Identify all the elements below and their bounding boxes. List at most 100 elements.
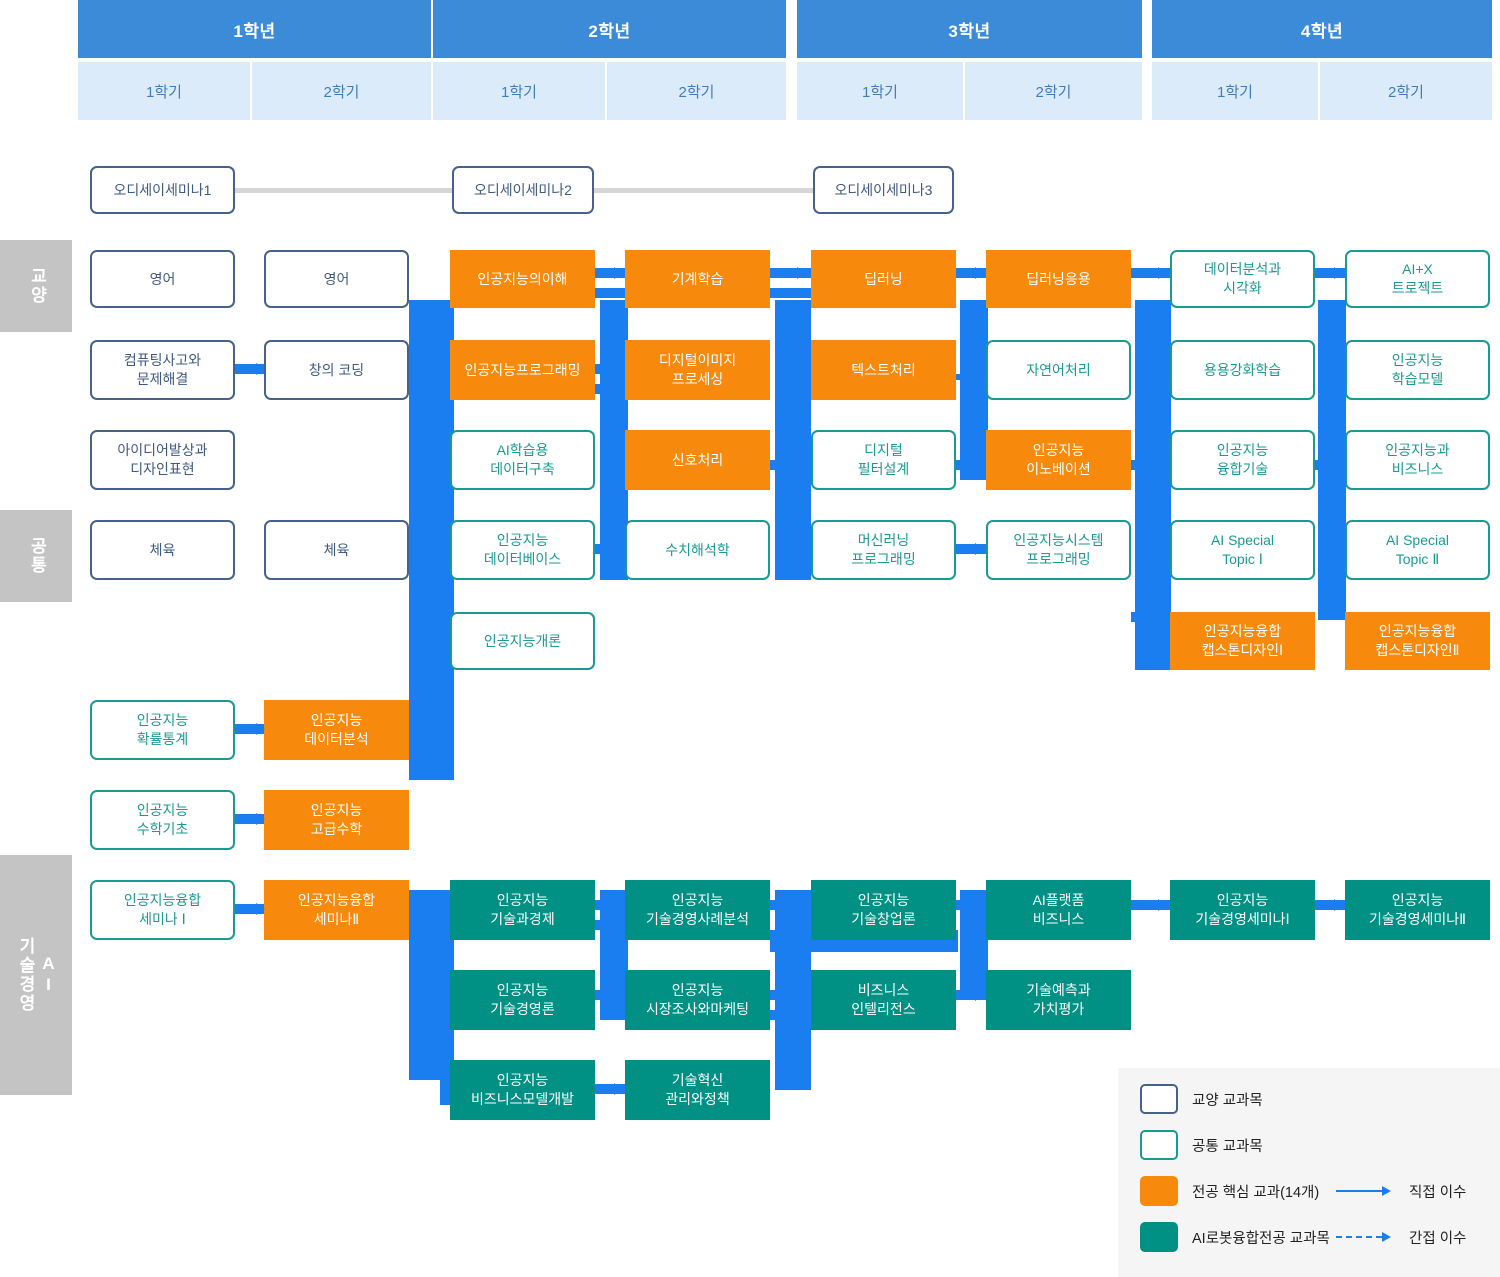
connector-arrowhead (975, 989, 984, 1001)
connector-arrowhead (614, 267, 623, 279)
course-box[interactable]: 인공지능 이노베이션 (986, 430, 1131, 490)
connector-arrowhead (256, 363, 265, 375)
course-box[interactable]: 인공지능융합 캡스톤디자인Ⅱ (1345, 612, 1490, 670)
course-box[interactable]: 인공지능 기술과경제 (450, 880, 595, 940)
course-box[interactable]: 인공지능 기술경영세미나Ⅱ (1345, 880, 1490, 940)
legend-arrow-label: 직접 이수 (1409, 1184, 1467, 1201)
course-box[interactable]: 인공지능시스템 프로그래밍 (986, 520, 1131, 580)
course-box[interactable]: 인공지능 시장조사와마케팅 (625, 970, 770, 1030)
connector-line (770, 1010, 812, 1020)
course-box[interactable]: 인공지능 융합기술 (1170, 430, 1315, 490)
connector-arrowhead (797, 267, 806, 279)
semester-header-2: 2학기 (252, 62, 431, 120)
course-box[interactable]: AI Special Topic Ⅰ (1170, 520, 1315, 580)
course-box[interactable]: 인공지능 비즈니스모델개발 (450, 1060, 595, 1120)
course-box[interactable]: 인공지능 확률통계 (90, 700, 235, 760)
legend-swatch-gy (1140, 1084, 1178, 1114)
connector-arrowhead (614, 899, 623, 911)
course-box[interactable]: 인공지능융합 캡스톤디자인Ⅰ (1170, 612, 1315, 670)
course-box[interactable]: 인공지능 기술경영세미나Ⅰ (1170, 880, 1315, 940)
course-box[interactable]: 창의 코딩 (264, 340, 409, 400)
course-box[interactable]: 영어 (264, 250, 409, 308)
connector-line (235, 724, 267, 734)
connector-line (1131, 460, 1173, 470)
course-box[interactable]: 수치해석학 (625, 520, 770, 580)
course-box[interactable]: 체육 (264, 520, 409, 580)
course-box[interactable]: 자연어처리 (986, 340, 1131, 400)
solid-line-icon (1336, 1190, 1382, 1192)
category-label-1: 교양 (0, 240, 72, 332)
course-box[interactable]: 딥러닝응용 (986, 250, 1131, 308)
year-header-1: 1학년 (78, 0, 431, 58)
course-box[interactable]: 인공지능융합 세미나Ⅱ (264, 880, 409, 940)
course-box[interactable]: AI Special Topic Ⅱ (1345, 520, 1490, 580)
connector-arrowhead (256, 903, 265, 915)
course-box[interactable]: 딥러닝 (811, 250, 956, 308)
course-box[interactable]: 컴퓨팅사고와 문제해결 (90, 340, 235, 400)
connector-line (1131, 612, 1173, 622)
connector-line (1131, 900, 1173, 910)
course-box[interactable]: 인공지능 수학기초 (90, 790, 235, 850)
course-box[interactable]: 용용강화학습 (1170, 340, 1315, 400)
course-box[interactable]: 아이디어발상과 디자인표현 (90, 430, 235, 490)
course-box[interactable]: 텍스트처리 (811, 340, 956, 400)
semester-header-5: 1학기 (797, 62, 963, 120)
connector-arrowhead (975, 267, 984, 279)
course-box[interactable]: 인공지능 기술경영사례분석 (625, 880, 770, 940)
course-box[interactable]: 인공지능의이해 (450, 250, 595, 308)
connector-line (770, 990, 812, 1000)
connector-arrowhead (797, 1009, 806, 1021)
connector-line (1135, 300, 1171, 670)
odyssey-seminar-2[interactable]: 오디세이세미나2 (452, 166, 594, 214)
semester-header-7: 1학기 (1152, 62, 1318, 120)
legend-label: 전공 핵심 교과(14개) (1192, 1184, 1320, 1201)
year-header-4: 4학년 (1152, 0, 1492, 58)
legend-item: 공통 교과목 (1140, 1128, 1263, 1162)
course-box[interactable]: 데이터분석과 시각화 (1170, 250, 1315, 308)
course-box[interactable]: 인공지능 고급수학 (264, 790, 409, 850)
legend-label: 교양 교과목 (1192, 1092, 1263, 1109)
course-box[interactable]: 인공지능프로그래밍 (450, 340, 595, 400)
odyssey-seminar-3[interactable]: 오디세이세미나3 (813, 166, 954, 214)
connector-line (1315, 900, 1347, 910)
course-box[interactable]: 비즈니스 인텔리전스 (811, 970, 956, 1030)
course-box[interactable]: 체육 (90, 520, 235, 580)
course-box[interactable]: 인공지능 기술경영론 (450, 970, 595, 1030)
course-box[interactable]: 기술혁신 관리와정책 (625, 1060, 770, 1120)
course-box[interactable]: 인공지능 기술창업론 (811, 880, 956, 940)
connector-line (1318, 300, 1346, 620)
course-box[interactable]: 인공지능 데이터베이스 (450, 520, 595, 580)
course-box[interactable]: 신호처리 (625, 430, 770, 490)
course-box[interactable]: 인공지능개론 (450, 612, 595, 670)
semester-header-1: 1학기 (78, 62, 250, 120)
course-box[interactable]: 머신러닝 프로그래밍 (811, 520, 956, 580)
connector-arrowhead (614, 543, 623, 555)
course-box[interactable]: 인공지능 데이터분석 (264, 700, 409, 760)
odyssey-seminar-1[interactable]: 오디세이세미나1 (90, 166, 235, 214)
connector-arrowhead (975, 543, 984, 555)
connector-arrowhead (614, 1083, 623, 1095)
connector-line (595, 268, 627, 278)
year-header-3: 3학년 (797, 0, 1142, 58)
course-box[interactable]: AI+X 트로젝트 (1345, 250, 1490, 308)
course-box[interactable]: AI학습용 데이터구축 (450, 430, 595, 490)
legend-arrow-item: 간접 이수 (1336, 1220, 1466, 1254)
connector-line (1131, 268, 1173, 278)
connector-arrowhead (797, 899, 806, 911)
course-box[interactable]: 인공지능 학습모델 (1345, 340, 1490, 400)
semester-header-3: 1학기 (433, 62, 605, 120)
course-box[interactable]: 디지털 필터설계 (811, 430, 956, 490)
connector-arrowhead (1158, 267, 1167, 279)
connector-line (956, 990, 988, 1000)
course-box[interactable]: 영어 (90, 250, 235, 308)
year-header-2: 2학년 (433, 0, 786, 58)
course-box[interactable]: 인공지능융합 세미나 Ⅰ (90, 880, 235, 940)
course-box[interactable]: 디지털이미지 프로세싱 (625, 340, 770, 400)
course-box[interactable]: AI플랫폼 비즈니스 (986, 880, 1131, 940)
arrowhead-icon (1382, 1232, 1391, 1242)
connector-line (956, 268, 988, 278)
course-box[interactable]: 기술예측과 가치평가 (986, 970, 1131, 1030)
course-box[interactable]: 기계학습 (625, 250, 770, 308)
connector-arrowhead (1334, 267, 1343, 279)
course-box[interactable]: 인공지능과 비즈니스 (1345, 430, 1490, 490)
